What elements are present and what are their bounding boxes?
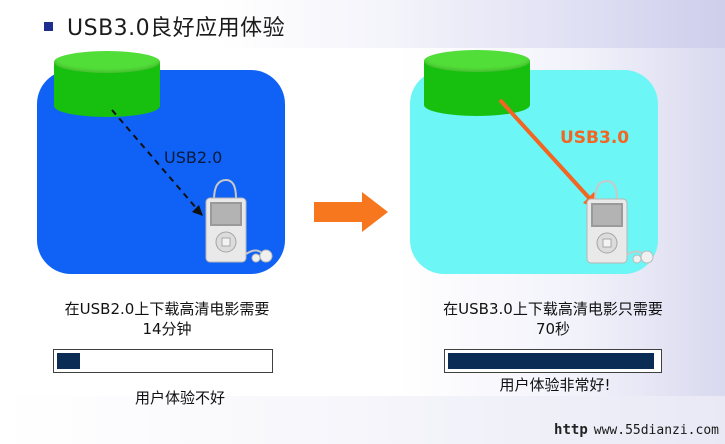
usb2-link-label: USB2.0 — [164, 148, 223, 167]
usb3-solid-link — [498, 98, 593, 202]
usb3-caption-line1: 在USB3.0上下载高清电影只需要 — [443, 300, 663, 318]
watermark: http www.55dianzi.com — [554, 422, 719, 438]
usb3-storage-cylinder-icon — [424, 50, 530, 116]
slide-title: USB3.0良好应用体验 — [67, 16, 286, 41]
usb2-dashed-link — [111, 109, 204, 217]
usb3-progress-bar — [444, 349, 662, 373]
bottom-band — [0, 396, 725, 444]
usb2-storage-cylinder-icon — [54, 51, 160, 117]
usb2-media-player-icon — [205, 178, 273, 263]
watermark-text: www.55dianzi.com — [593, 422, 719, 438]
usb3-verdict: 用户体验非常好! — [499, 376, 611, 394]
slide-title-row: USB3.0良好应用体验 — [44, 10, 285, 42]
usb3-link-label: USB3.0 — [560, 128, 630, 148]
usb3-caption-line2: 70秒 — [535, 320, 571, 338]
usb3-media-player-icon — [586, 179, 654, 264]
usb3-progress-fill — [448, 353, 654, 369]
bullet-square-icon — [44, 21, 53, 31]
usb2-verdict: 用户体验不好 — [134, 389, 225, 407]
comparison-arrow-icon — [314, 192, 388, 232]
usb2-caption-line2: 14分钟 — [142, 320, 192, 338]
usb2-progress-bar — [53, 349, 273, 373]
usb2-caption-line1: 在USB2.0上下载高清电影需要 — [64, 300, 270, 318]
usb2-link-arrowhead-icon — [192, 205, 203, 216]
usb2-progress-fill — [57, 353, 80, 369]
watermark-logo: http — [554, 422, 588, 438]
